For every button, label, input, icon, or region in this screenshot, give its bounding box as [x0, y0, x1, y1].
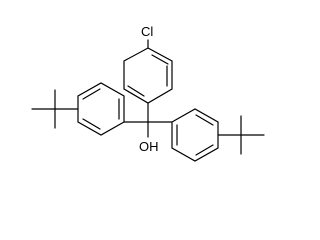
right-tert-butylphenyl-ring: [171, 108, 219, 162]
left-tert-butylphenyl-ring: [77, 82, 125, 136]
chlorophenyl-ring: [123, 47, 173, 104]
chlorine-label: Cl: [141, 24, 153, 39]
molecule-structure: Cl OH: [31, 24, 265, 162]
hydroxyl-label: OH: [139, 139, 159, 154]
structure-canvas: Cl OH: [31, 24, 265, 162]
left-tert-butyl-group: [31, 89, 79, 129]
right-tert-butyl-group: [217, 115, 265, 155]
